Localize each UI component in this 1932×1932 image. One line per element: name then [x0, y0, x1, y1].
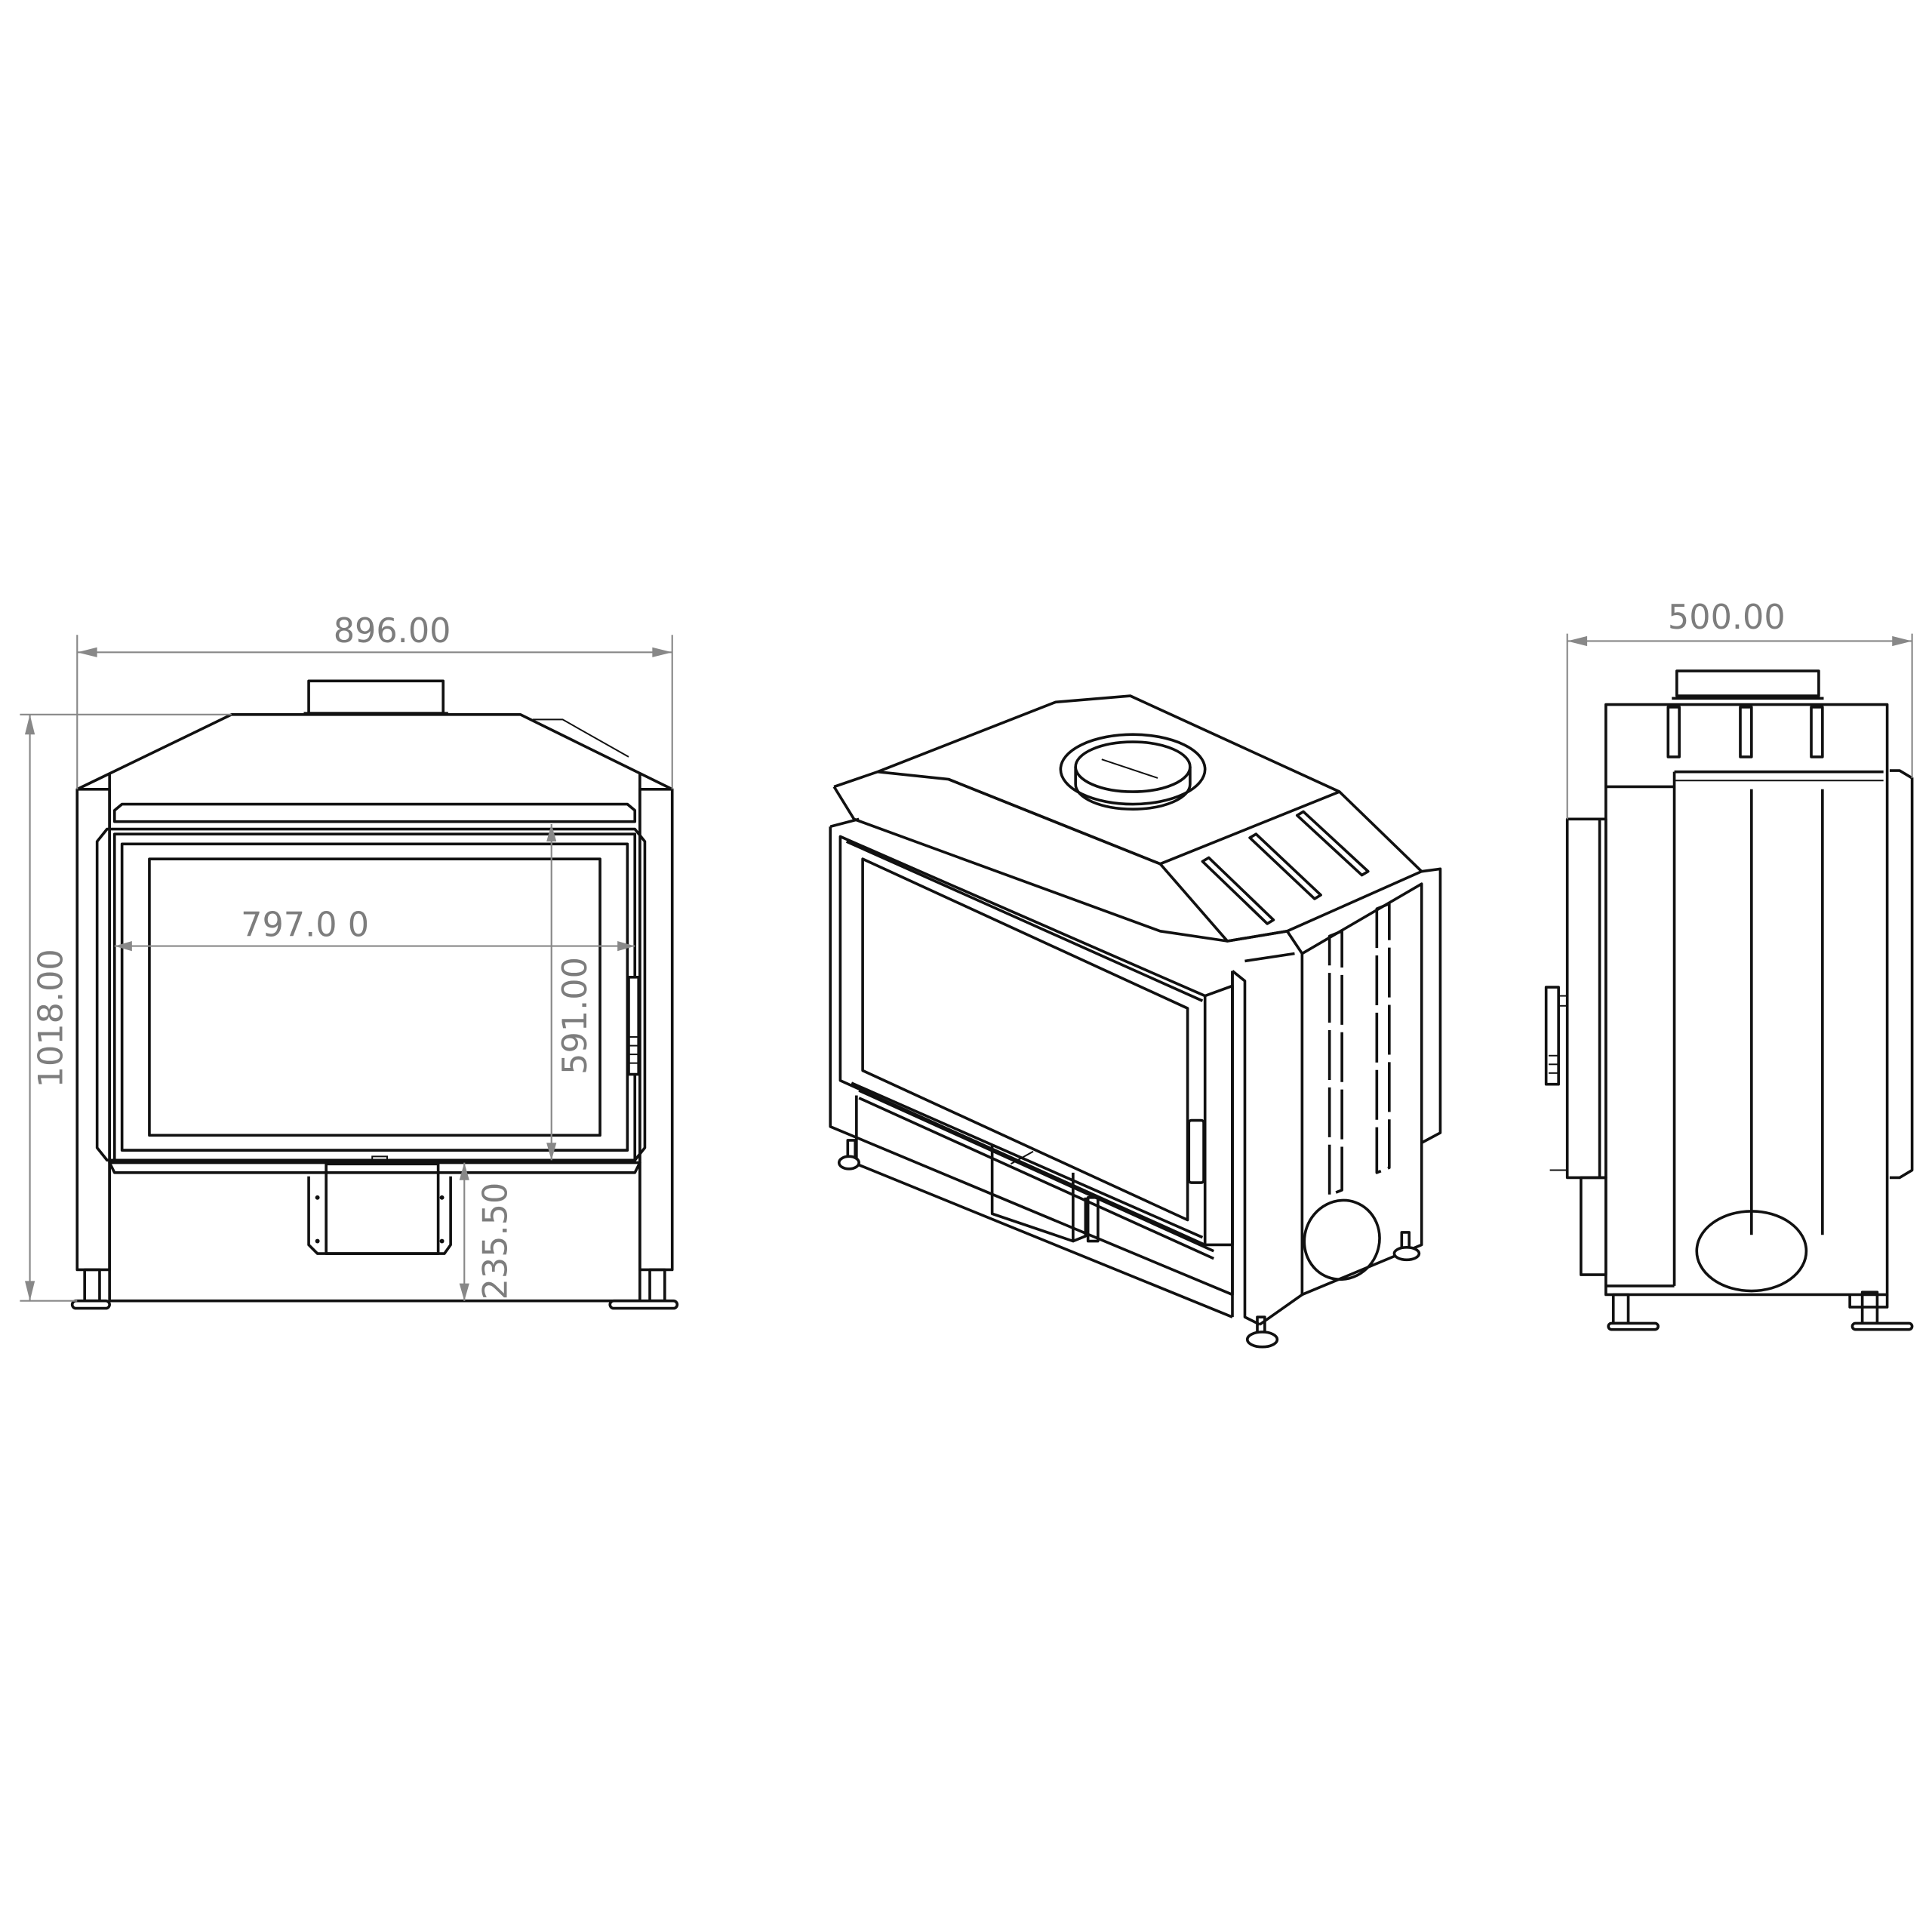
- isometric-view: [829, 694, 1442, 1349]
- side-dimensions: 500.00: [1566, 598, 1913, 820]
- dim-side-depth: 500.00: [1668, 598, 1786, 637]
- dim-overall-width: 896.00: [334, 611, 451, 651]
- side-view: [1544, 669, 1914, 1331]
- dim-base-height: 235.50: [475, 1183, 515, 1300]
- front-dimensions: 896.00 1018.00 797.0 0 591.00 235.50: [20, 611, 673, 1302]
- front-view: [70, 679, 679, 1310]
- dim-glass-width: 797.0 0: [241, 905, 369, 944]
- dim-glass-height: 591.00: [555, 957, 595, 1075]
- dim-overall-height: 1018.00: [31, 949, 70, 1088]
